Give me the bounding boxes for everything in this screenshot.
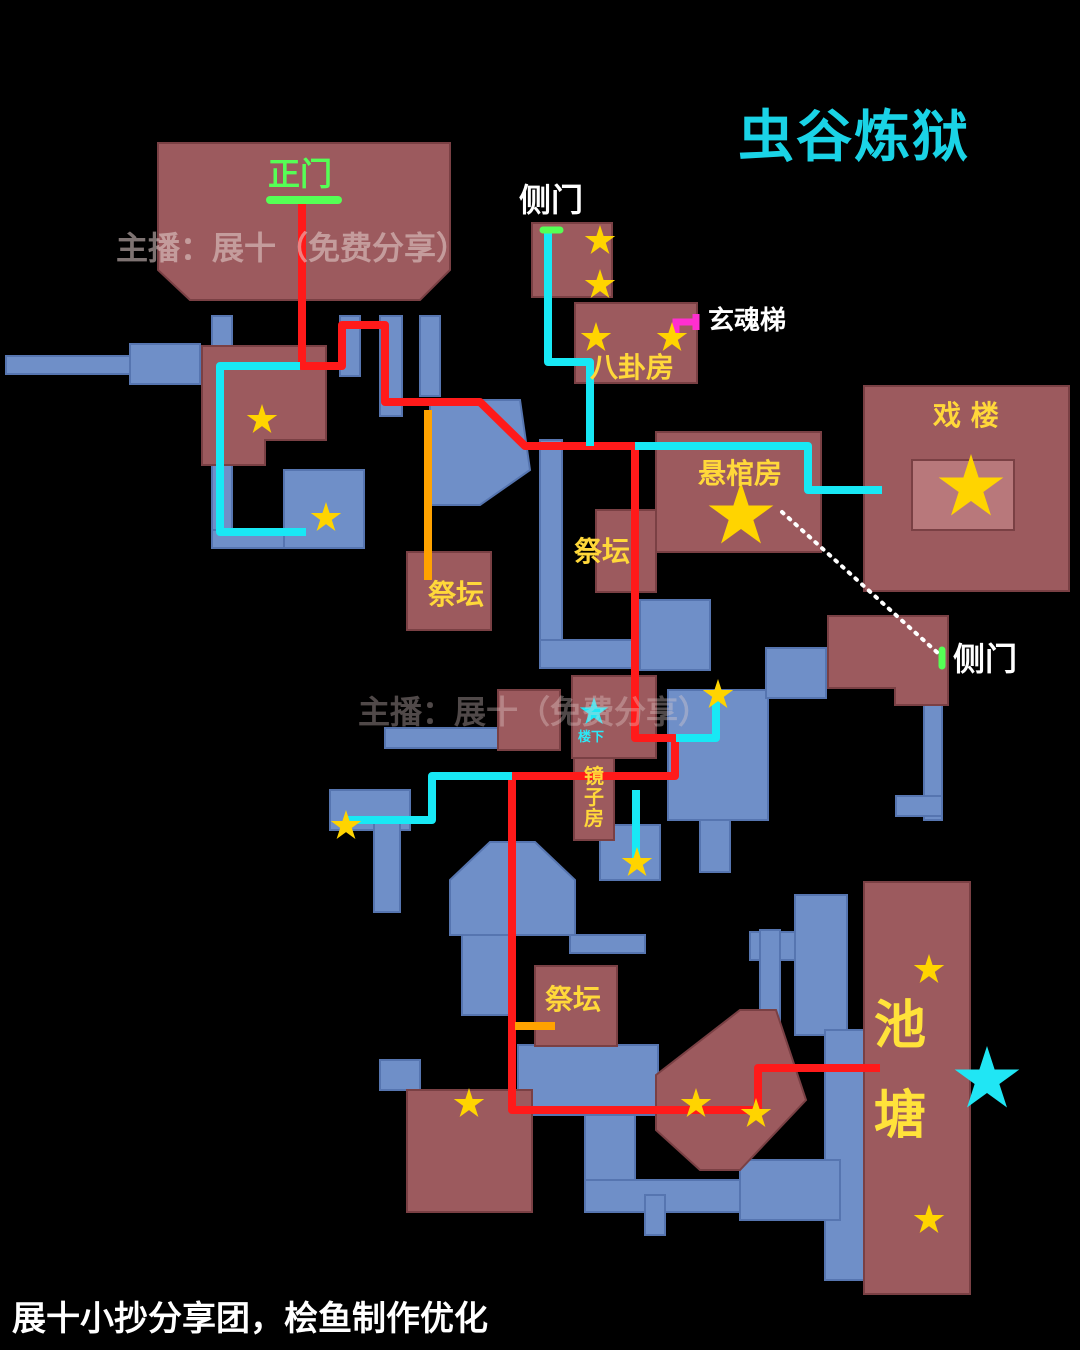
altar-label-3: 祭坛	[545, 983, 602, 1016]
altar-room-3	[534, 965, 618, 1047]
pond-label-bottom: 塘	[874, 1086, 927, 1146]
bagua-room-label: 八卦房	[590, 351, 675, 384]
mirror-room	[573, 757, 615, 841]
streamer-watermark: 主播：展十（免费分享）	[116, 229, 469, 267]
side-gate-top-label: 侧门	[519, 181, 584, 219]
right-side-gate-room	[827, 615, 949, 706]
xuanhun-ladder-label: 玄魂梯	[708, 306, 787, 336]
xuanhun-ladder-marker	[672, 314, 700, 336]
theater-label: 戏 楼	[933, 399, 999, 432]
credit-footer: 展十小抄分享团，桧鱼制作优化	[12, 1299, 488, 1339]
altar-paths	[424, 410, 555, 1030]
coffin-room-label: 悬棺房	[698, 457, 783, 490]
pond-room	[863, 881, 971, 1295]
pond-label-top: 池	[874, 996, 927, 1056]
south-star-room	[655, 1009, 808, 1171]
main-gate-label: 正门	[268, 155, 333, 193]
branch-routes	[216, 230, 882, 860]
dotted-connector	[780, 510, 942, 657]
gate-markers	[266, 196, 946, 670]
map-title: 虫谷炼狱	[738, 105, 970, 170]
altar-label-2: 祭坛	[574, 535, 631, 568]
mirror-room-label: 镜子房	[584, 764, 604, 830]
west-star-room	[201, 345, 327, 466]
side-gate-right-label: 侧门	[953, 640, 1018, 678]
altar-label-1: 祭坛	[428, 578, 485, 611]
streamer-watermark-mid: 主播：展十（免费分享）	[358, 693, 711, 731]
altar-room-2	[595, 509, 657, 593]
altar-room-1	[406, 551, 492, 631]
mid-room	[497, 689, 561, 751]
downstairs-label: 楼下	[578, 730, 605, 745]
